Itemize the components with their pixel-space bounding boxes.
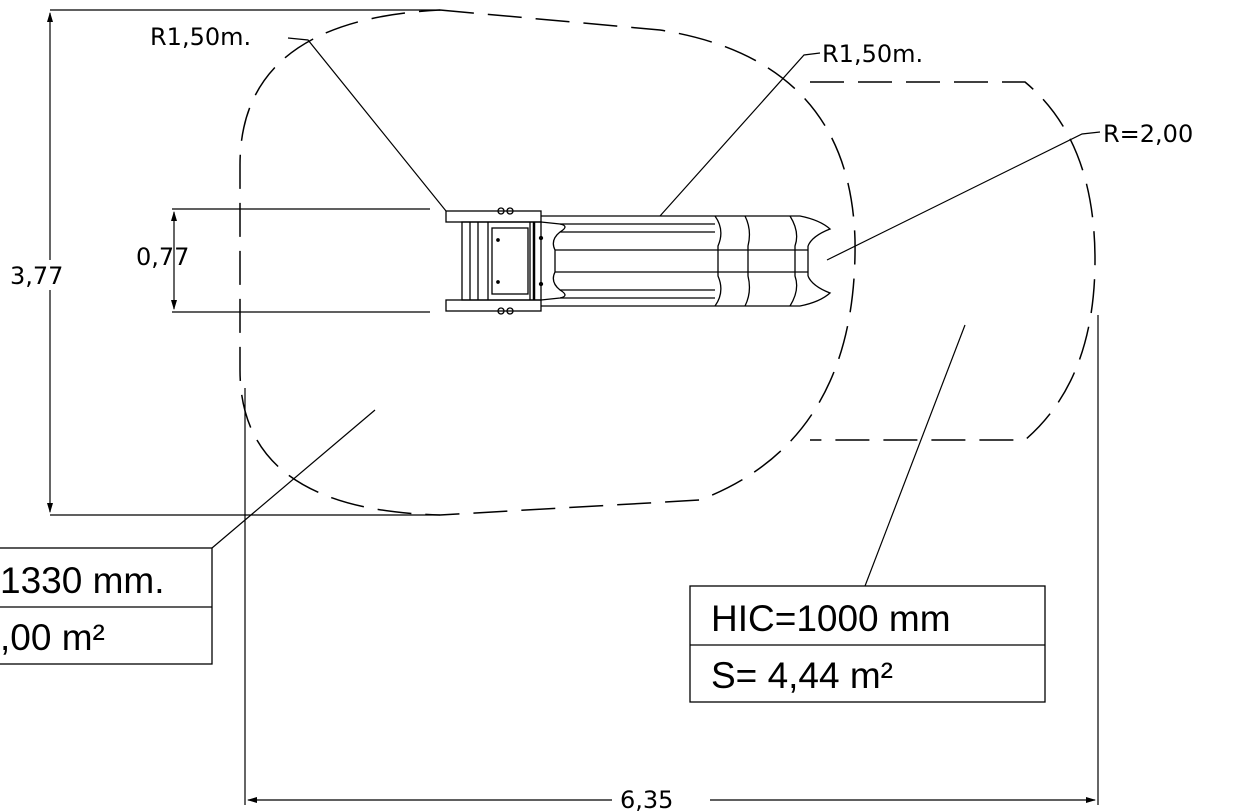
impact-zone-left	[239, 9, 856, 516]
info-box-right: HIC=1000 mm S= 4,44 m²	[689, 585, 1046, 703]
length-dimension-label: 6,35	[620, 786, 673, 811]
radius-label-left: R1,50m.	[150, 23, 251, 51]
width-dimension-label: 0,77	[136, 243, 189, 271]
height-dimension-label: 3,77	[10, 262, 63, 290]
radius-label-right: R1,50m.	[822, 40, 923, 68]
info-box-left: 1330 mm. ,00 m²	[0, 547, 213, 665]
area-value-right: S= 4,44 m²	[711, 655, 893, 696]
dim-width	[171, 208, 430, 313]
hic-value-right: HIC=1000 mm	[711, 598, 951, 639]
slide-top-view	[445, 207, 832, 315]
radius-label-end: R=2,00	[1103, 120, 1193, 148]
hic-value-left: 1330 mm.	[0, 560, 165, 601]
area-value-left: ,00 m²	[0, 617, 105, 658]
leader-lines	[211, 37, 1101, 587]
dim-length	[244, 315, 1099, 810]
impact-zone-right	[810, 81, 1096, 441]
